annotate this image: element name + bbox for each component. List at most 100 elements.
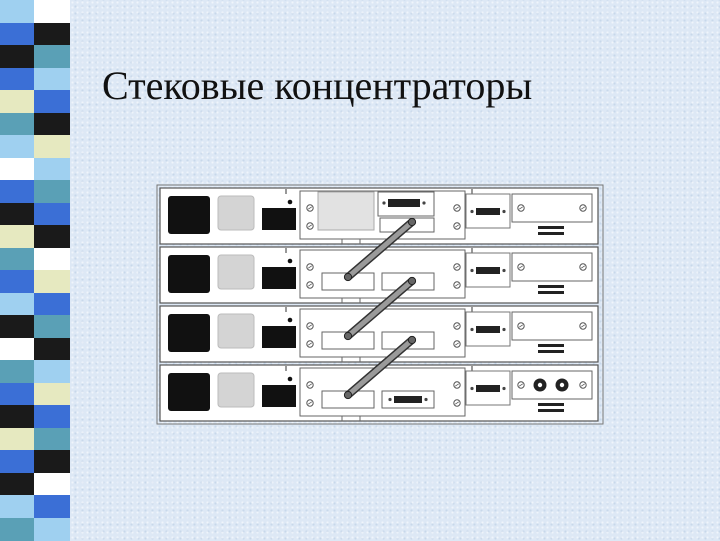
strip-segment xyxy=(0,405,36,428)
stack-cable xyxy=(343,276,417,341)
status-led-icon xyxy=(287,199,293,205)
screw-icon xyxy=(306,399,314,407)
screw-slot xyxy=(454,342,460,346)
screw-icon xyxy=(579,381,587,389)
stack-cable xyxy=(343,217,417,282)
screw-slot xyxy=(518,324,524,328)
screw-slot xyxy=(454,224,460,228)
front-panel xyxy=(217,195,255,231)
port-screw xyxy=(502,209,506,214)
screw-slot xyxy=(454,283,460,287)
screw-icon xyxy=(453,381,461,389)
strip-segment xyxy=(34,270,70,293)
strip-segment xyxy=(0,67,36,91)
screw-slot xyxy=(518,383,524,387)
cable-plug xyxy=(343,331,353,341)
strip-segment xyxy=(0,495,36,518)
cable-body xyxy=(345,278,415,339)
screw-icon xyxy=(306,340,314,348)
port-screw xyxy=(382,201,386,205)
serial-port-icon xyxy=(470,208,506,215)
screw-icon xyxy=(579,263,587,271)
strip-segment xyxy=(0,247,36,271)
display-panel xyxy=(262,267,296,289)
screw-icon xyxy=(453,281,461,289)
right-module xyxy=(511,193,593,223)
serial-port-icon xyxy=(470,385,506,392)
right-module xyxy=(511,311,593,341)
screw-slot xyxy=(307,224,313,228)
vent-slot xyxy=(538,409,564,412)
strip-segment xyxy=(0,157,36,181)
serial-port-icon xyxy=(382,199,426,207)
vent-slot xyxy=(538,403,564,406)
screw-slot xyxy=(580,324,586,328)
screw-icon xyxy=(517,381,525,389)
strip-segment xyxy=(34,450,70,473)
screw-slot xyxy=(580,206,586,210)
strip-segment xyxy=(34,135,70,158)
bnc-pin xyxy=(559,382,565,388)
strip-column-left xyxy=(0,0,36,541)
port-screw xyxy=(502,386,506,391)
vent-slot xyxy=(538,285,564,288)
screw-icon xyxy=(306,263,314,271)
cable-plug xyxy=(407,335,417,345)
stack-frame xyxy=(156,184,604,425)
strip-segment xyxy=(34,202,70,226)
decorative-side-strip xyxy=(0,0,86,541)
vent-slot xyxy=(538,350,564,353)
strip-segment xyxy=(0,292,36,316)
port-screw xyxy=(470,386,474,391)
bnc-pin xyxy=(537,382,543,388)
port-screw xyxy=(470,268,474,273)
strip-segment xyxy=(0,90,36,113)
display-panel xyxy=(262,326,296,348)
screw-slot xyxy=(518,206,524,210)
strip-segment xyxy=(34,180,70,203)
front-panel xyxy=(217,372,255,408)
strip-segment xyxy=(34,112,70,136)
screw-icon xyxy=(306,204,314,212)
port-screw xyxy=(470,209,474,214)
hub-unit-2 xyxy=(159,246,599,304)
blank-module xyxy=(317,191,375,231)
strip-segment xyxy=(0,112,36,136)
power-supply-block xyxy=(168,314,210,352)
screw-slot xyxy=(307,401,313,405)
port-screw xyxy=(502,268,506,273)
status-led-icon xyxy=(287,258,293,264)
strip-segment xyxy=(34,22,70,46)
screw-slot xyxy=(454,206,460,210)
strip-segment xyxy=(0,517,36,541)
screw-icon xyxy=(306,281,314,289)
port-body xyxy=(476,267,500,274)
right-module xyxy=(511,370,593,400)
port-body xyxy=(476,208,500,215)
screw-slot xyxy=(580,383,586,387)
screw-icon xyxy=(517,322,525,330)
screw-icon xyxy=(453,263,461,271)
screw-icon xyxy=(306,322,314,330)
port-body xyxy=(394,396,422,403)
front-panel xyxy=(217,254,255,290)
strip-segment xyxy=(34,427,70,451)
strip-column-right xyxy=(34,0,70,541)
screw-icon xyxy=(306,222,314,230)
screw-icon xyxy=(517,204,525,212)
cable-plug xyxy=(343,272,353,282)
strip-segment xyxy=(34,157,70,181)
strip-segment xyxy=(0,337,36,361)
screw-slot xyxy=(307,283,313,287)
strip-segment xyxy=(0,22,36,46)
slide-title: Стековые концентраторы xyxy=(102,63,533,108)
cable-plug xyxy=(407,276,417,286)
display-panel xyxy=(262,208,296,230)
port-body xyxy=(476,385,500,392)
screw-icon xyxy=(517,263,525,271)
strip-segment xyxy=(0,202,36,226)
status-led-icon xyxy=(287,317,293,323)
strip-segment xyxy=(34,0,70,23)
vent-slot xyxy=(538,226,564,229)
power-supply-block xyxy=(168,255,210,293)
